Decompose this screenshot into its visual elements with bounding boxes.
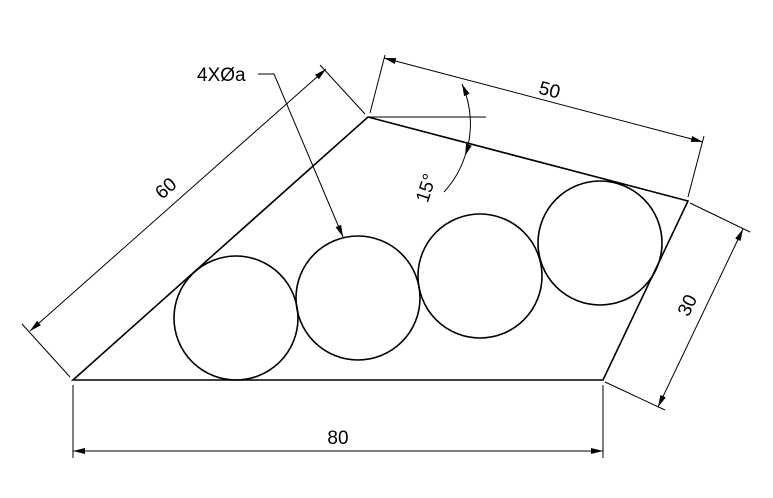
dimension-right-label: 30 [674,292,702,320]
callout-label: 4XØa [197,65,246,86]
dimension-left: 60 [21,64,366,378]
dimension-top: 50 [369,54,705,198]
callout: 4XØa [197,65,344,238]
dimension-angle-label: 15° [412,171,441,205]
dimension-bottom-label: 80 [327,428,348,449]
dimension-angle: 15° [368,83,486,205]
circle-3 [417,213,543,339]
circle-4 [537,180,663,306]
dimension-right: 30 [604,202,751,411]
dimension-top-label: 50 [537,78,563,104]
dimension-bottom: 80 [72,385,604,458]
part-outline [70,116,690,381]
circle-2 [295,235,421,361]
dimension-left-label: 60 [151,174,181,204]
circle-1 [173,255,299,381]
